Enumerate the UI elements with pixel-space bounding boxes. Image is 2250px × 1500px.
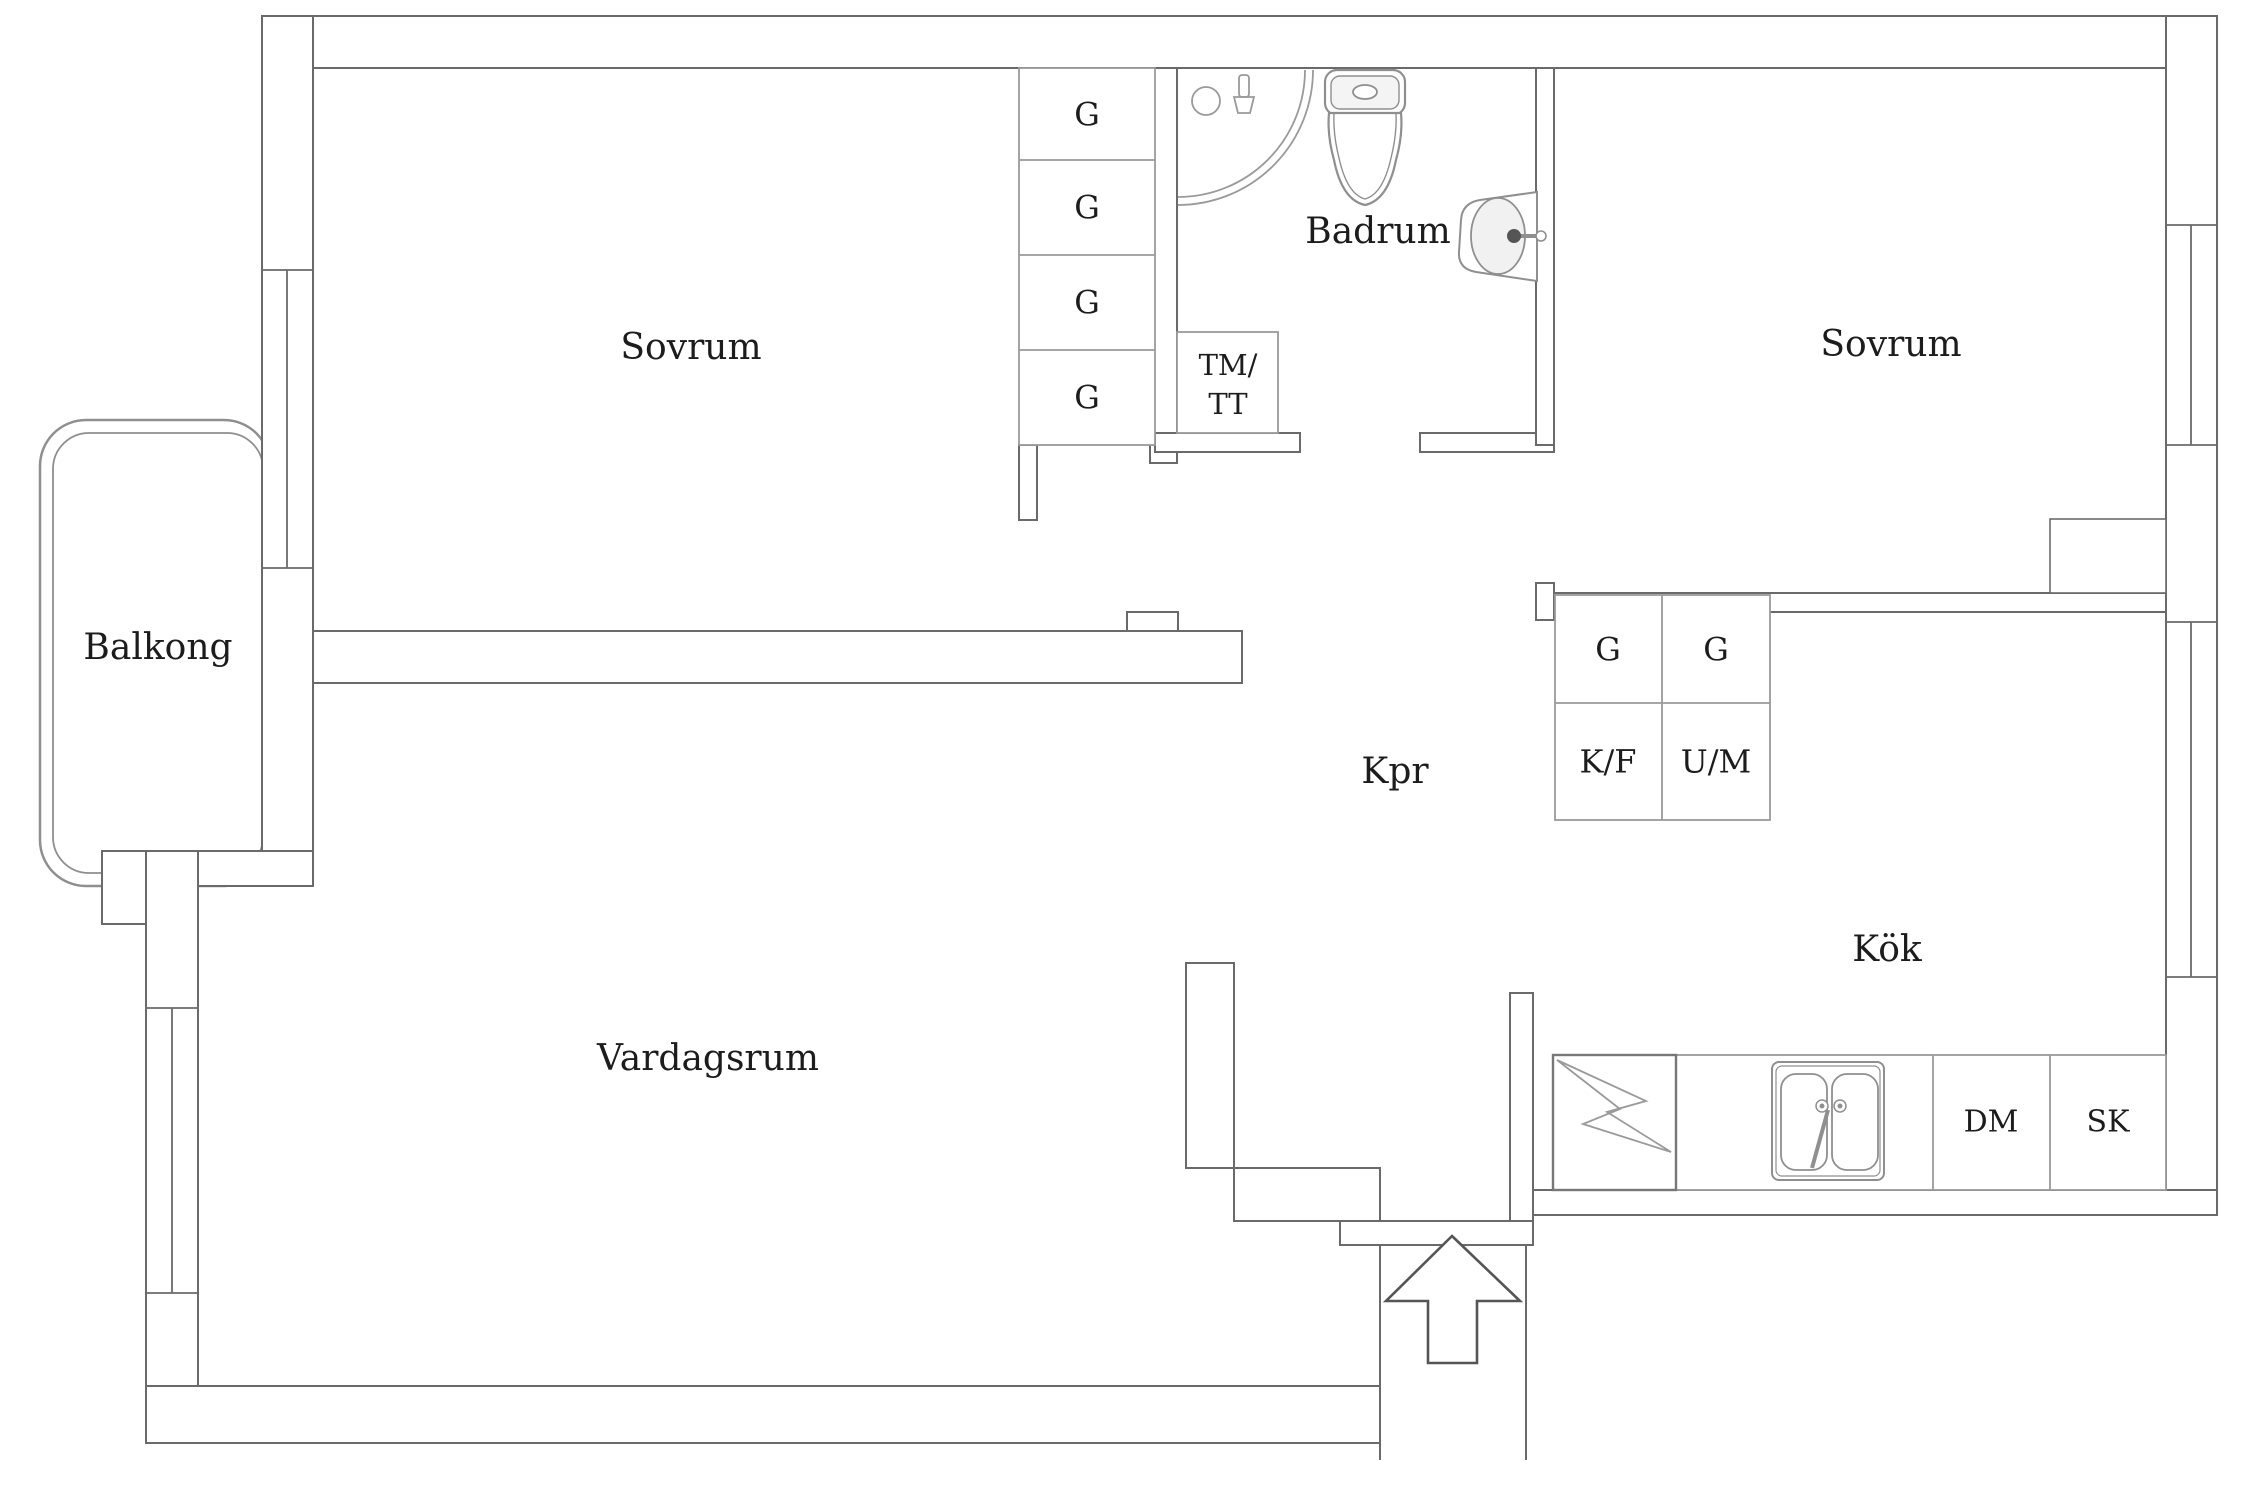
wall-bedroom1-door-stub <box>1018 444 1038 521</box>
wardrobe-label: G <box>1074 188 1100 227</box>
kitchen-sink-icon <box>1771 1061 1885 1181</box>
kitchen-tall-units <box>1554 594 1771 821</box>
room-label-bedroom-left: Sovrum <box>620 327 762 369</box>
washbasin-icon <box>1457 190 1547 283</box>
wall-right <box>2165 15 2218 1216</box>
wall-bathroom-south-left <box>1154 432 1301 453</box>
windows <box>145 224 2218 1294</box>
wall-divider-notch <box>1126 611 1179 632</box>
laundry-box <box>1176 331 1279 434</box>
laundry-label-line1: TM/ <box>1198 348 1258 383</box>
window-living-left <box>145 1007 199 1294</box>
toilet-icon <box>1323 68 1407 207</box>
wall-kitchen-west <box>1509 992 1534 1222</box>
kitchen-unit-label-dm: DM <box>1963 1104 2019 1140</box>
walls <box>101 15 2218 1444</box>
kitchen-grid-label-um: U/M <box>1680 742 1752 781</box>
wall-bedroom2-stub <box>1535 582 1555 621</box>
entry-vestibule-lines <box>1379 1245 1527 1460</box>
wall-balcony-threshold <box>197 850 314 887</box>
window-kitchen-right <box>2165 621 2218 978</box>
wardrobe-label: G <box>1074 283 1100 322</box>
room-label-living-room: Vardagsrum <box>597 1038 819 1080</box>
wall-bathroom-south-right <box>1419 432 1555 453</box>
room-label-balcony: Balkong <box>83 627 233 669</box>
room-label-bathroom: Badrum <box>1305 211 1451 253</box>
kitchen-grid-label-g1: G <box>1595 630 1621 669</box>
shower-icon <box>1177 69 1314 206</box>
wall-shaft <box>2049 518 2167 594</box>
wardrobe-column <box>1018 67 1156 446</box>
window-bedroom-right <box>2165 224 2218 446</box>
kitchen-grid-label-kf: K/F <box>1579 742 1637 781</box>
wall-kitchen-south <box>1532 1189 2218 1216</box>
wall-living-east-jog <box>1233 1167 1381 1222</box>
wall-balcony-step <box>101 850 147 925</box>
wardrobe-label: G <box>1074 95 1100 134</box>
kitchen-unit-label-sk: SK <box>2086 1104 2130 1140</box>
wardrobe-label: G <box>1074 378 1100 417</box>
room-label-kitchen: Kök <box>1852 929 1922 971</box>
wall-top <box>261 15 2218 69</box>
laundry-label-line2: TT <box>1208 387 1248 422</box>
room-label-hallway: Kpr <box>1361 751 1429 793</box>
wall-hall-south <box>1339 1220 1534 1246</box>
room-label-bedroom-right: Sovrum <box>1820 324 1962 366</box>
wall-bathroom-bedroom-divider <box>1535 67 1555 446</box>
wall-bedroom-living-divider <box>312 630 1243 684</box>
stove-icon <box>1551 1053 1678 1192</box>
entry-arrow-icon <box>1382 1234 1524 1365</box>
wall-living-east <box>1185 962 1235 1169</box>
kitchen-grid-label-g2: G <box>1703 630 1729 669</box>
wall-bottom-living <box>145 1385 1381 1444</box>
window-bedroom-left <box>261 269 314 569</box>
